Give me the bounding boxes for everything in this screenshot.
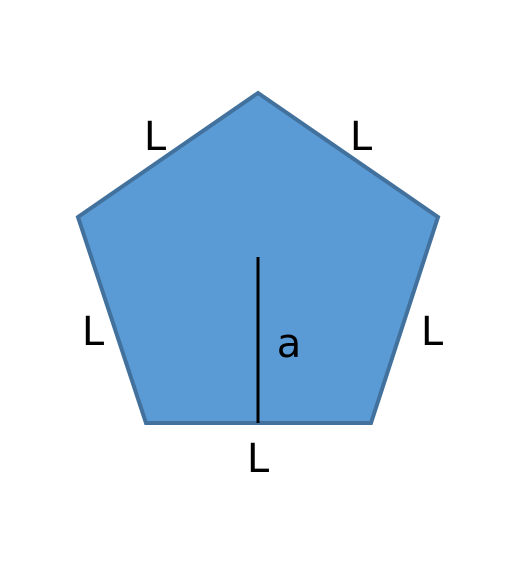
side-label-top-left: L <box>144 114 167 160</box>
side-label-bottom: L <box>247 436 270 482</box>
side-label-right: L <box>421 309 444 355</box>
side-label-left: L <box>82 309 105 355</box>
side-label-top-right: L <box>350 114 373 160</box>
apothem-label: a <box>277 321 302 367</box>
